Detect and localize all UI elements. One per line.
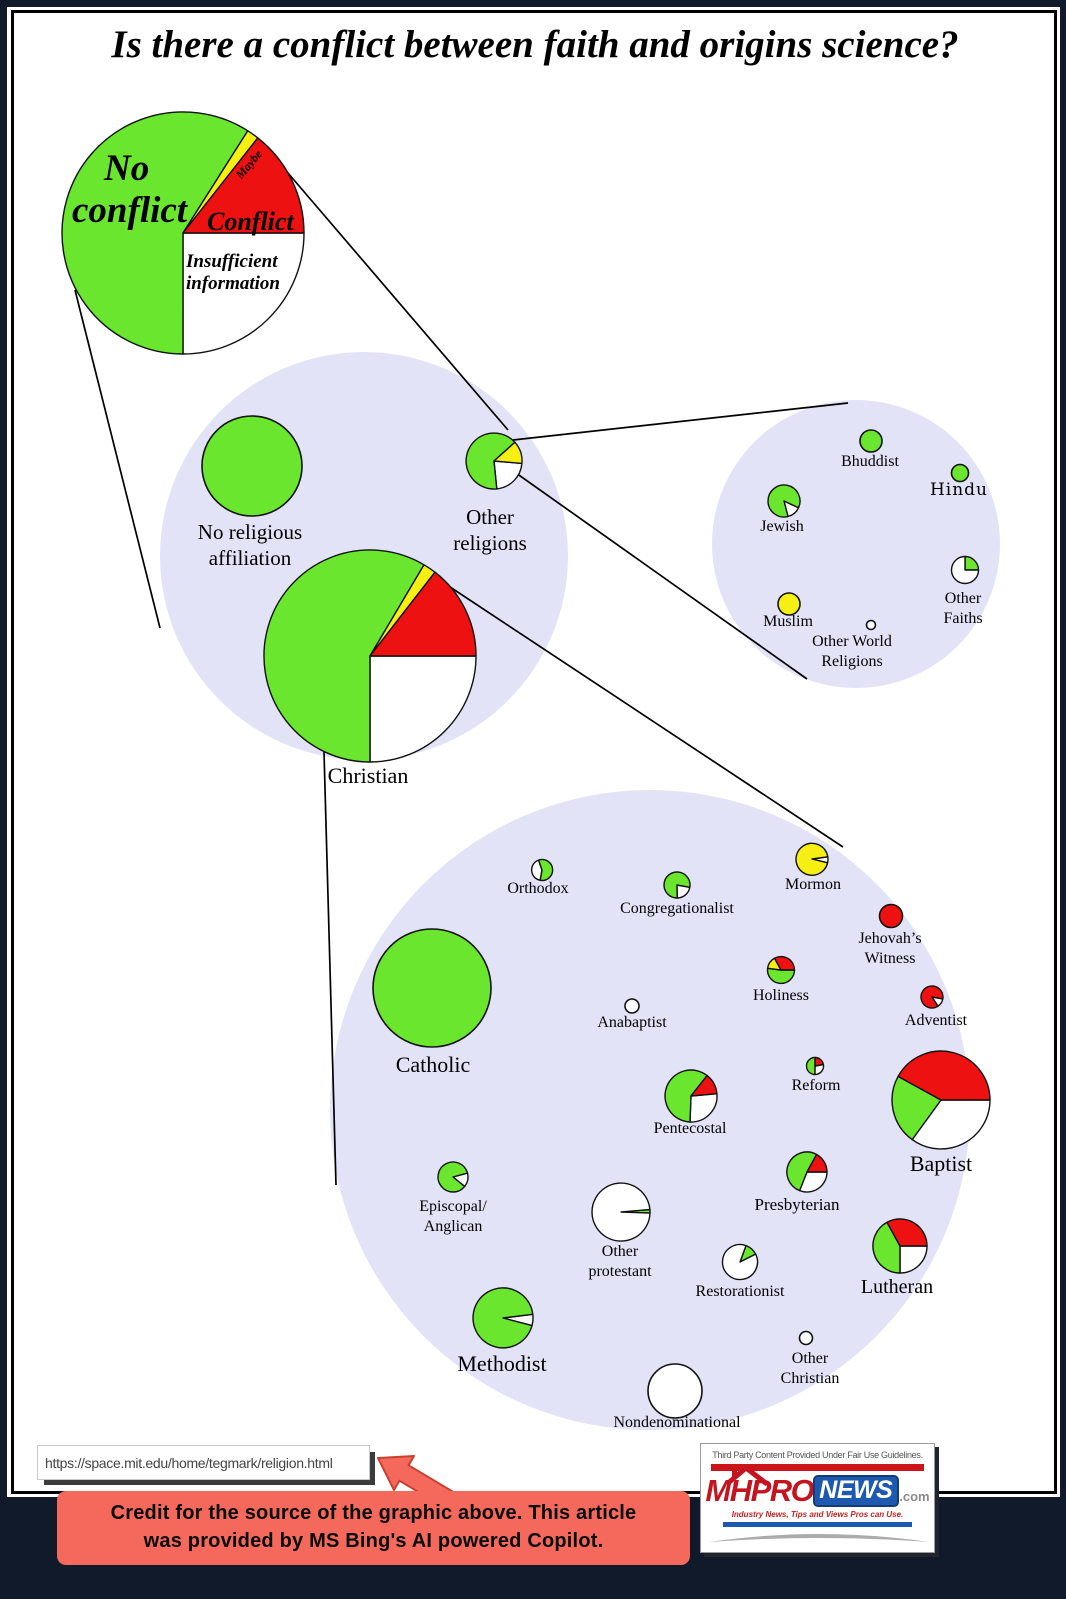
- pie-label-episcopal-anglican: Episcopal/Anglican: [419, 1198, 487, 1235]
- pie-episcopal-anglican: [437, 1161, 469, 1193]
- credit-line-1: Credit for the source of the graphic abo…: [110, 1502, 637, 1524]
- pie-jehovahs-witness: [878, 903, 904, 929]
- pie-baptist: [891, 1050, 991, 1150]
- pie-all-respondents: [61, 111, 305, 355]
- pie-pentecostal: [664, 1069, 718, 1123]
- url-text: https://space.mit.edu/home/tegmark/relig…: [45, 1454, 333, 1471]
- connector-line: [440, 580, 844, 848]
- pie-label-pentecostal: Pentecostal: [653, 1120, 727, 1137]
- pie-label-hindu: Hindu: [929, 480, 989, 500]
- pie-label-jewish: Jewish: [760, 518, 804, 535]
- pie-label-anabaptist: Anabaptist: [597, 1014, 667, 1031]
- pie-catholic: [372, 928, 492, 1048]
- pie-other-world-religions: [865, 619, 877, 631]
- page-title: Is there a conflict between faith and or…: [111, 23, 959, 66]
- pie-mormon: [795, 842, 829, 876]
- pie-label-adventist: Adventist: [904, 1012, 968, 1029]
- pie-label-reform: Reform: [791, 1077, 841, 1094]
- pie-label-restorationist: Restorationist: [695, 1283, 785, 1300]
- pie-label-orthodox: Orthodox: [507, 880, 569, 897]
- brand-news: NEWS: [813, 1475, 900, 1507]
- pie-other-protestant: [591, 1182, 651, 1242]
- pie-label-methodist: Methodist: [457, 1351, 547, 1376]
- house-roof-icon: [725, 1464, 769, 1486]
- connector-line: [323, 751, 337, 1186]
- pie-label-christian: Christian: [327, 763, 409, 788]
- pie-restorationist: [721, 1243, 759, 1281]
- pie-label-muslim: Muslim: [763, 613, 813, 630]
- pie-congregationalist: [663, 871, 691, 899]
- pie-annotation: Insufficient: [185, 251, 278, 272]
- mhpronews-logo-card: Third Party Content Provided Under Fair …: [700, 1443, 935, 1553]
- pie-other-religions: [465, 432, 523, 490]
- pie-presbyterian: [786, 1151, 828, 1193]
- pie-lutheran: [872, 1218, 928, 1274]
- pie-jewish: [767, 484, 801, 518]
- pie-label-mormon: Mormon: [785, 876, 841, 893]
- pie-holiness: [766, 955, 796, 985]
- cluster-christian-breakdown: [330, 790, 970, 1430]
- pie-methodist: [472, 1287, 534, 1349]
- pie-bhuddist: [859, 429, 883, 453]
- pie-annotation: conflict: [72, 190, 189, 231]
- pie-label-baptist: Baptist: [909, 1151, 973, 1176]
- pie-label-presbyterian: Presbyterian: [754, 1195, 840, 1214]
- pie-orthodox: [530, 858, 554, 882]
- pie-label-holiness: Holiness: [753, 987, 809, 1004]
- pie-anabaptist: [624, 998, 640, 1014]
- pie-label-bhuddist: Bhuddist: [841, 453, 899, 470]
- pie-reform: [805, 1056, 825, 1076]
- logo-swoosh: [709, 1534, 929, 1542]
- pie-annotation: No: [103, 148, 149, 189]
- connector-line: [512, 402, 849, 441]
- pie-other-christian: [798, 1330, 814, 1346]
- pie-christian: [263, 549, 477, 763]
- connector-line: [74, 289, 161, 629]
- pie-nondenominational: [647, 1363, 703, 1419]
- credit-box: Credit for the source of the graphic abo…: [57, 1491, 690, 1565]
- fair-use-note: Third Party Content Provided Under Fair …: [712, 1450, 923, 1460]
- pie-annotation: information: [186, 273, 280, 294]
- logo-tagline: Industry News, Tips and Views Pros can U…: [731, 1510, 904, 1519]
- pie-no-religious-affiliation: [201, 415, 303, 517]
- pie-label-nondenominational: Nondenominational: [613, 1414, 741, 1431]
- pie-muslim: [777, 592, 801, 616]
- pie-label-lutheran: Lutheran: [860, 1276, 934, 1298]
- credit-line-2: was provided by MS Bing's AI powered Cop…: [143, 1530, 604, 1552]
- logo-red-bar: [711, 1464, 924, 1471]
- url-bar: https://space.mit.edu/home/tegmark/relig…: [37, 1445, 370, 1480]
- connector-line: [515, 472, 808, 680]
- pie-label-congregationalist: Congregationalist: [620, 900, 734, 917]
- brand-com: .com: [899, 1489, 930, 1504]
- logo-blue-bar: [723, 1522, 912, 1527]
- pie-label-catholic: Catholic: [395, 1052, 471, 1077]
- pie-adventist: [920, 985, 944, 1009]
- cluster-other-religions-breakdown: [712, 400, 1000, 688]
- connector-line: [281, 165, 509, 431]
- pie-other-faiths: [950, 555, 980, 585]
- pie-hindu: [950, 463, 970, 483]
- pie-annotation: Conflict: [207, 207, 294, 236]
